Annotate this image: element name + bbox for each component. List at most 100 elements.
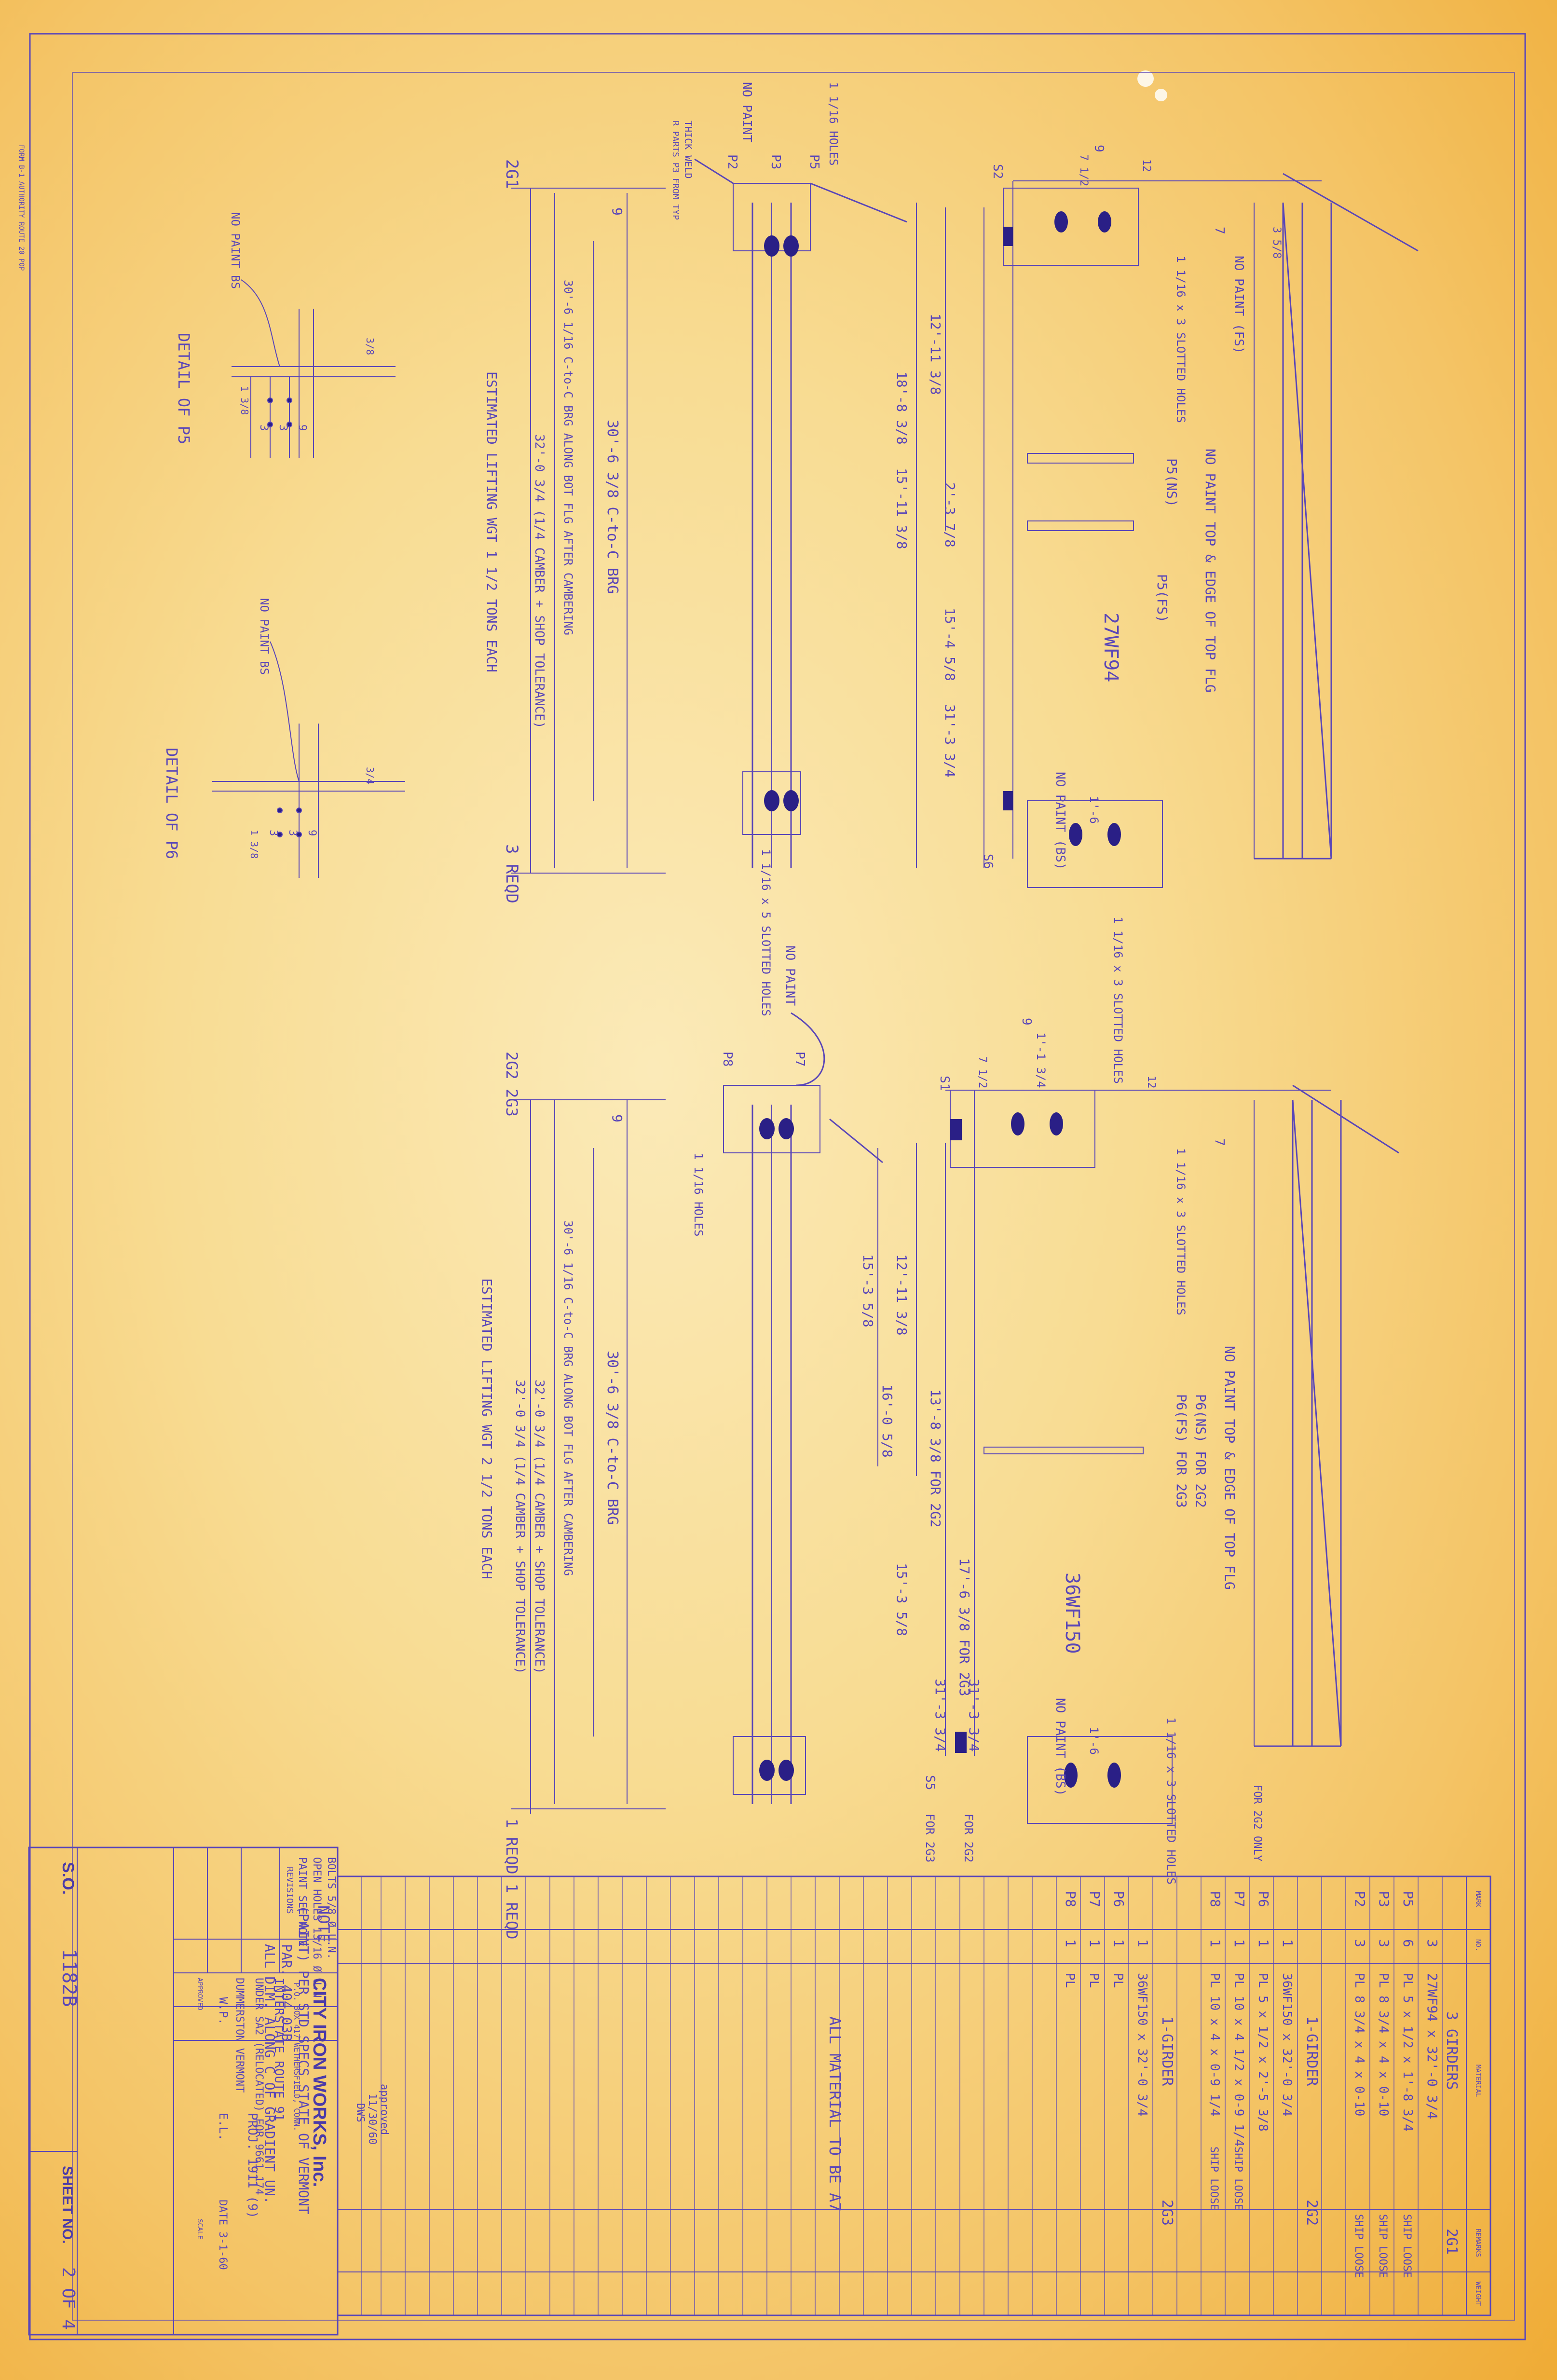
bill-cell-no: 1 bbox=[1135, 1939, 1151, 1947]
bill-cell-remarks: SHIP LOOSE bbox=[1401, 2214, 1413, 2278]
view-b-dims-c: 31'-3 3/4 31'-3 3/4 bbox=[932, 1679, 982, 1752]
dimension-label: 16'-0 5/8 bbox=[879, 1384, 895, 1458]
view-b-lifting-weight: ESTIMATED LIFTING WGT 2 1/2 TONS EACH bbox=[479, 1278, 495, 1579]
view-a-end-connection-top bbox=[1003, 188, 1139, 266]
view-b-for-2g3: FOR 2G3 bbox=[923, 1814, 937, 1862]
view-b-dims-a: 12'-11 3/8 15'-3 5/8 16'-0 5/8 bbox=[860, 1254, 910, 1458]
dimension-label: 7 1/2 bbox=[976, 1056, 988, 1088]
bill-row: P6 1 PL 5 x 1/2 x 2'-5 3/8 bbox=[1256, 1891, 1271, 2132]
dimension-label: 15'-11 3/8 bbox=[894, 468, 910, 549]
dimension-label: 7 bbox=[1212, 227, 1227, 234]
detail-p5-title: DETAIL OF P5 bbox=[175, 333, 193, 444]
dimension-label: 3 bbox=[258, 424, 270, 431]
view-b-c-to-c: 30'-6 3/8 C-to-C BRG bbox=[604, 1351, 621, 1525]
piece-mark: P7 bbox=[792, 1052, 807, 1067]
view-b-girder-mark-right: 1 REQD 1 REQD bbox=[503, 1819, 521, 1939]
view-b-no-paint-top: NO PAINT TOP & EDGE OF TOP FLG bbox=[1222, 1346, 1238, 1590]
dimension-label: 3 bbox=[267, 830, 279, 836]
dimension-label: 3 bbox=[287, 830, 299, 836]
view-a-marks: P2 P3 P5 S2 S6 bbox=[725, 154, 1005, 869]
view-a-p5-ns: P5(NS) bbox=[1164, 458, 1180, 507]
view-b-dimensions bbox=[511, 1099, 946, 1814]
dimension-label: 9 bbox=[296, 424, 308, 431]
outer-border bbox=[29, 33, 1526, 2340]
approval-line: DWS bbox=[354, 2103, 366, 2122]
piece-mark: P5 bbox=[807, 154, 821, 169]
punch-hole-top bbox=[1137, 70, 1154, 87]
bill-headers: MARK NO. MATERIAL REMARKS WEIGHT bbox=[1474, 1891, 1482, 2306]
bill-header-no: NO. bbox=[1474, 1939, 1482, 1951]
bill-group-2g1: 3 GIRDERS 2G1 3 27WF94 x 32'-0 3/4 P5 6 … bbox=[1352, 1891, 1460, 2278]
slotted-hole bbox=[1098, 211, 1111, 233]
bill-group-mark: 2G2 bbox=[1303, 2200, 1320, 2226]
bill-cell-mark: P6 bbox=[1111, 1891, 1127, 1907]
title-block: BOLTS 5/8 Ø U.N. OPEN HOLES 13/16 Ø U.N.… bbox=[28, 1847, 339, 2336]
bill-header-material: MATERIAL bbox=[1474, 2065, 1482, 2097]
dimension-label: 3/4 bbox=[364, 767, 376, 784]
title-revisions: REVISIONS bbox=[285, 1867, 295, 1914]
bill-cell-no: 1 bbox=[1231, 1939, 1247, 1947]
dimension-label: 15'-3 5/8 bbox=[894, 1563, 910, 1636]
piece-mark: S2 bbox=[990, 164, 1005, 179]
detail-p6-title: DETAIL OF P6 bbox=[163, 748, 181, 859]
sheet-number: 2 OF 4 bbox=[58, 2267, 78, 2330]
bill-header-weight: WEIGHT bbox=[1474, 2282, 1482, 2306]
bill-cell-mark: P5 bbox=[1400, 1891, 1416, 1907]
bill-cell-no: 3 bbox=[1424, 1939, 1440, 1947]
general-note-line: (PAINT) PER STD SPECS STATE OF VERMONT bbox=[296, 1905, 312, 2215]
bill-cell-material: PL bbox=[1063, 1973, 1077, 1988]
bill-row: P8 1 PL bbox=[1063, 1891, 1079, 1988]
dimension-label: 3 bbox=[277, 424, 289, 431]
dimension-label: 13'-8 3/8 FOR 2G2 bbox=[928, 1389, 943, 1528]
bill-group-2g2: 1-GIRDER 2G2 1 36WF150 x 32'-0 3/4 P6 1 … bbox=[1207, 1891, 1320, 2226]
detail-p6-drawing bbox=[212, 641, 405, 878]
piece-mark: P2 bbox=[725, 154, 739, 169]
dimension-label: 7 1/2 bbox=[1078, 154, 1090, 186]
title-paint: PAINT SEE NOTE bbox=[296, 1857, 308, 1946]
view-a-p5-fs: P5(FS) bbox=[1154, 574, 1170, 623]
general-note-heading: NOTE bbox=[314, 1905, 333, 1942]
view-a-member-size: 27WF94 bbox=[1100, 613, 1122, 683]
piece-mark: S6 bbox=[981, 854, 995, 869]
bill-cell-no: 1 bbox=[1207, 1939, 1223, 1947]
bill-row: P7 1 PL 10 x 4 1/2 x 0-9 1/4 SHIP LOOSE bbox=[1231, 1891, 1247, 2210]
view-a: 27WF94 2G1 3 REQD 30'-6 3/8 C-to-C BRG 3… bbox=[484, 82, 1419, 1084]
view-b-section bbox=[723, 1012, 883, 1804]
detail-p5-note: NO PAINT BS bbox=[229, 212, 242, 289]
slotted-hole bbox=[1050, 1112, 1063, 1135]
bill-group-mark: 2G1 bbox=[1443, 2229, 1460, 2255]
view-a-dimensions bbox=[511, 188, 984, 874]
bill-cell-mark: P3 bbox=[1376, 1891, 1392, 1907]
bill-group-title: 1-GIRDER bbox=[1303, 2016, 1320, 2086]
view-b-small-dims: 9 1'-1 3/4 7 1/2 1'-6 7 12 bbox=[976, 1018, 1227, 1755]
slotted-hole bbox=[1054, 211, 1068, 233]
dimension-label: 1 3/8 bbox=[239, 386, 250, 415]
bill-cell-mark: P8 bbox=[1063, 1891, 1079, 1907]
view-b-overall-length-1: 32'-0 3/4 (1/4 CAMBER + SHOP TOLERANCE) bbox=[532, 1380, 546, 1674]
title-bolts: BOLTS 5/8 Ø U.N. bbox=[325, 1857, 337, 1959]
view-a-thick-weld: THICK WELD bbox=[683, 121, 694, 178]
bill-row: P7 1 PL bbox=[1087, 1891, 1103, 1988]
bill-group-2g3: 1-GIRDER 2G3 1 36WF150 x 32'-0 3/4 P6 1 … bbox=[1063, 1891, 1175, 2226]
bill-of-material: MARK NO. MATERIAL REMARKS WEIGHT 3 GIRDE… bbox=[337, 1875, 1491, 2316]
bill-cell-material: PL bbox=[1111, 1973, 1125, 1988]
dimension-label: 12'-11 3/8 bbox=[894, 1254, 910, 1336]
drawing-date: DATE 3-1-60 bbox=[217, 2200, 229, 2270]
bill-cell-no: 1 bbox=[1280, 1939, 1296, 1947]
piece-mark: S5 bbox=[923, 1775, 937, 1790]
inner-border bbox=[72, 72, 1515, 2321]
bill-cell-no: 1 bbox=[1111, 1939, 1127, 1947]
scale-label: SCALE bbox=[196, 2219, 204, 2239]
bill-cell-material: PL 5 x 1/2 x 2'-5 3/8 bbox=[1256, 1973, 1270, 2132]
bill-cell-material: PL 10 x 4 1/2 x 0-9 1/4 bbox=[1231, 1973, 1246, 2147]
material-note: ALL MATERIAL TO BE A7 bbox=[826, 2016, 844, 2212]
view-a-overall-length: 32'-0 3/4 (1/4 CAMBER + SHOP TOLERANCE) bbox=[532, 434, 546, 728]
bill-cell-material: PL 8 3/4 x 4 x 0-10 bbox=[1352, 1973, 1366, 2116]
bill-row: P6 1 PL bbox=[1111, 1891, 1127, 1988]
bill-cell-material: 36WF150 x 32'-0 3/4 bbox=[1280, 1973, 1294, 2116]
dimension-label: 12 bbox=[1145, 1076, 1157, 1089]
view-a-no-paint-bs: NO PAINT (BS) bbox=[1053, 772, 1067, 870]
bill-cell-mark: P7 bbox=[1231, 1891, 1247, 1907]
title-block-grid bbox=[29, 1847, 338, 2335]
